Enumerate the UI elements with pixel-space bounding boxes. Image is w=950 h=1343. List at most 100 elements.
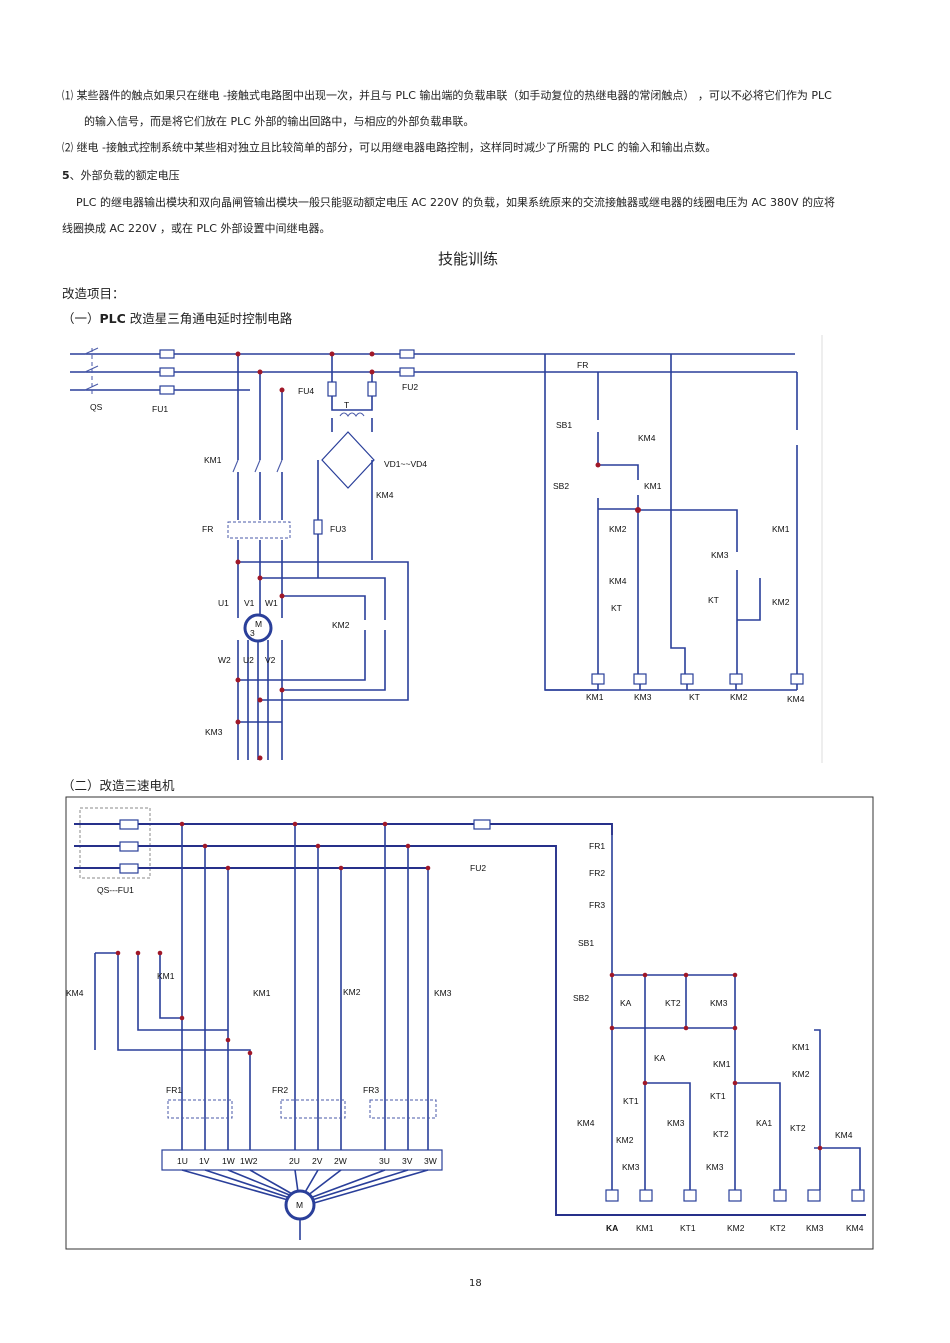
paragraph-4-line-1: PLC 的继电器输出模块和双向晶闸管输出模块一般只能驱动额定电压 AC 220V… xyxy=(76,196,835,209)
label-KM2-ctl3: KM2 xyxy=(792,1069,810,1079)
page-number: 18 xyxy=(469,1278,482,1289)
label-FU2: FU2 xyxy=(402,382,418,392)
terminal-3U: 3U xyxy=(379,1156,390,1166)
label-KM4-ctl2: KM4 xyxy=(609,576,627,586)
paragraph-3-number: 5 xyxy=(62,169,70,182)
item-1-title: （一）PLC 改造星三角通电延时控制电路 xyxy=(62,308,292,327)
label-KM3-main: KM3 xyxy=(205,727,223,737)
label-SB1-ctl: SB1 xyxy=(578,938,594,948)
label-KA2-ctl: KA xyxy=(654,1053,666,1063)
terminal-3V: 3V xyxy=(402,1156,413,1166)
label-KT-b: KT xyxy=(708,595,719,605)
label-FR-ctl: FR xyxy=(577,360,588,370)
label-KM4-left: KM4 xyxy=(66,988,84,998)
label-KA1: KA1 xyxy=(756,1118,772,1128)
label-KM4-small: KM4 xyxy=(376,490,394,500)
label-KM1-ctl2: KM1 xyxy=(772,524,790,534)
label-W1: W1 xyxy=(265,598,278,608)
label-FR2-main: FR2 xyxy=(272,1085,288,1095)
label-KT-a: KT xyxy=(611,603,622,613)
label-KM3-e: KM3 xyxy=(706,1162,724,1172)
label-KT1-a: KT1 xyxy=(623,1096,639,1106)
label-KT2-c: KT2 xyxy=(713,1129,729,1139)
label-QS-FU1: QS---FU1 xyxy=(97,885,134,895)
label-KM4-ctl: KM4 xyxy=(638,433,656,443)
label-SB2-ctl: SB2 xyxy=(573,993,589,1003)
coil-label-KM4: KM4 xyxy=(846,1223,864,1233)
label-motor-M: M xyxy=(255,619,262,629)
label-T: T xyxy=(344,400,349,410)
label-KM3-top: KM3 xyxy=(434,988,452,998)
label-KM2-c: KM2 xyxy=(616,1135,634,1145)
label-KT2-d: KT2 xyxy=(790,1123,806,1133)
label-KM3-d: KM3 xyxy=(622,1162,640,1172)
label-KM1-left: KM1 xyxy=(157,971,175,981)
label-FR3-main: FR3 xyxy=(363,1085,379,1095)
label-U1: U1 xyxy=(218,598,229,608)
coil-label-KM3: KM3 xyxy=(806,1223,824,1233)
label-FR-main: FR xyxy=(202,524,213,534)
terminal-3W: 3W xyxy=(424,1156,437,1166)
item-2-title: （二）改造三速电机 xyxy=(62,778,175,793)
project-label: 改造项目： xyxy=(62,286,125,301)
label-KA-ctl: KA xyxy=(620,998,632,1008)
label-SB1: SB1 xyxy=(556,420,572,430)
label-motor-3: 3 xyxy=(250,628,255,638)
label-KM3-c: KM3 xyxy=(667,1118,685,1128)
coil-label-KT1: KT1 xyxy=(680,1223,696,1233)
terminal-1U: 1U xyxy=(177,1156,188,1166)
label-KM2-main: KM2 xyxy=(332,620,350,630)
item-1-bold: PLC xyxy=(99,311,126,326)
terminal-1W2: 1W2 xyxy=(240,1156,258,1166)
label-KM3-ctl: KM3 xyxy=(711,550,729,560)
label-FR1-main: FR1 xyxy=(166,1085,182,1095)
coil-label-KM2: KM2 xyxy=(727,1223,745,1233)
terminal-2V: 2V xyxy=(312,1156,323,1166)
coil-label-KT2: KT2 xyxy=(770,1223,786,1233)
label-FR1-ctl: FR1 xyxy=(589,841,605,851)
label-QS: QS xyxy=(90,402,103,412)
label-FU1: FU1 xyxy=(152,404,168,414)
label-KM1-ctl3: KM1 xyxy=(792,1042,810,1052)
label-KT2-ctl: KT2 xyxy=(665,998,681,1008)
label-KM2-ctl2: KM2 xyxy=(772,597,790,607)
label-U2: U2 xyxy=(243,655,254,665)
paragraph-3-text: 、外部负载的额定电压 xyxy=(69,169,180,182)
item-1-prefix: （一） xyxy=(62,311,100,326)
coil-label-KM2: KM2 xyxy=(730,692,748,702)
label-KM3-ctl: KM3 xyxy=(710,998,728,1008)
paragraph-4-line-2: 线圈换成 AC 220V ，或在 PLC 外部设置中间继电器。 xyxy=(62,222,331,235)
label-KM4-d: KM4 xyxy=(835,1130,853,1140)
coil-label-KM3: KM3 xyxy=(634,692,652,702)
paragraph-2: ⑵ 继电 -接触式控制系统中某些相对独立且比较简单的部分，可以用继电器电路控制，… xyxy=(62,141,717,154)
label-KM1-main: KM1 xyxy=(204,455,222,465)
terminal-2W: 2W xyxy=(334,1156,347,1166)
label-VD: VD1~~VD4 xyxy=(384,459,427,469)
label-motor-M2: M xyxy=(296,1200,303,1210)
label-V1: V1 xyxy=(244,598,255,608)
label-KM1-ctl2: KM1 xyxy=(713,1059,731,1069)
label-FR3-ctl: FR3 xyxy=(589,900,605,910)
coil-label-KA: KA xyxy=(606,1223,618,1233)
label-KM2-top: KM2 xyxy=(343,987,361,997)
coil-label-KM1: KM1 xyxy=(586,692,604,702)
label-SB2: SB2 xyxy=(553,481,569,491)
terminal-1W: 1W xyxy=(222,1156,235,1166)
terminal-1V: 1V xyxy=(199,1156,210,1166)
coil-label-KM4: KM4 xyxy=(787,694,805,704)
label-W2: W2 xyxy=(218,655,231,665)
coil-label-KT: KT xyxy=(689,692,700,702)
label-FU3: FU3 xyxy=(330,524,346,534)
paragraph-3: 5、外部负载的额定电压 xyxy=(62,169,180,183)
label-KM2-ctl: KM2 xyxy=(609,524,627,534)
paragraph-1-line-1: ⑴ 某些器件的触点如果只在继电 -接触式电路图中出现一次，并且与 PLC 输出端… xyxy=(62,89,832,102)
label-KT1-b: KT1 xyxy=(710,1091,726,1101)
label-KM1-ctl: KM1 xyxy=(644,481,662,491)
section-title: 技能训练 xyxy=(438,250,499,268)
label-KM4-c: KM4 xyxy=(577,1118,595,1128)
paragraph-1-line-2: 的输入信号，而是将它们放在 PLC 外部的输出回路中，与相应的外部负载串联。 xyxy=(84,115,475,128)
label-FR2-ctl: FR2 xyxy=(589,868,605,878)
terminal-2U: 2U xyxy=(289,1156,300,1166)
